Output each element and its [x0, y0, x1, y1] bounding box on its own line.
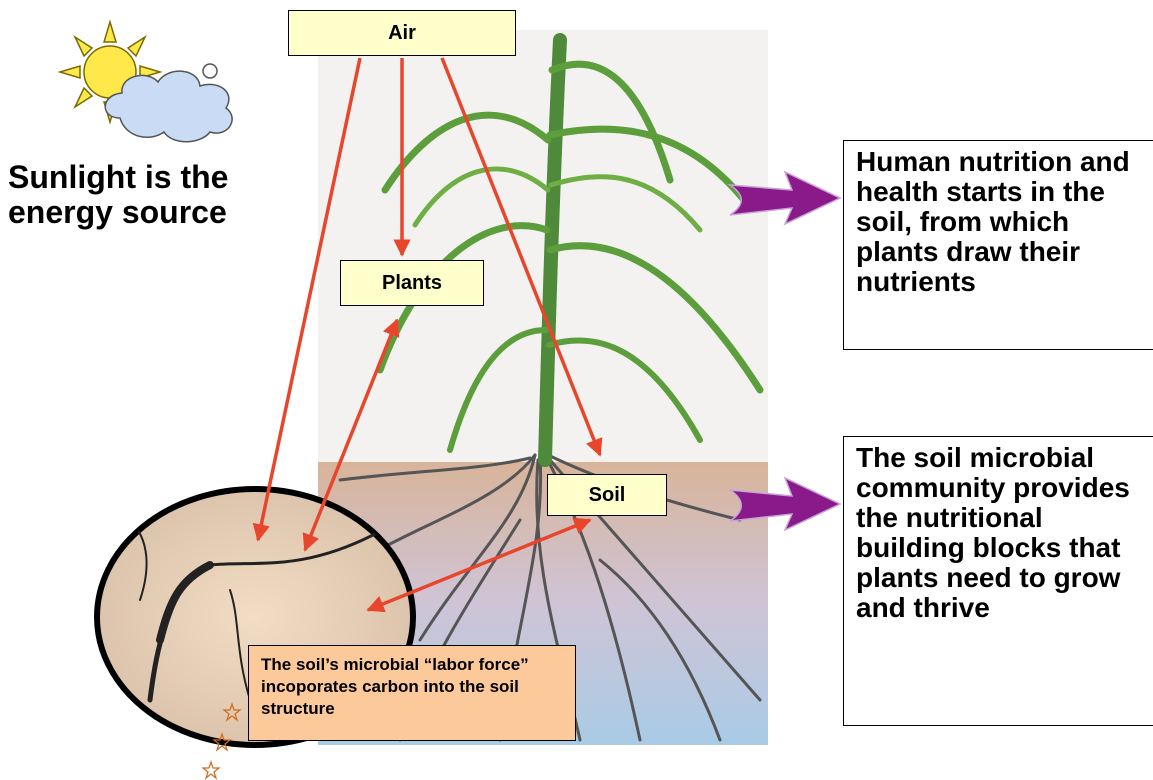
human-nutrition-text: Human nutrition and health starts in the…	[843, 140, 1153, 350]
microbial-community-text: The soil microbial community provides th…	[843, 436, 1153, 726]
sunlight-text: Sunlight is the energy source	[8, 160, 308, 230]
soil-label: Soil	[547, 474, 667, 516]
plants-label: Plants	[340, 260, 484, 306]
microbial-labor-text: The soil’s microbial “labor force” incop…	[248, 645, 576, 741]
air-label: Air	[288, 10, 516, 56]
